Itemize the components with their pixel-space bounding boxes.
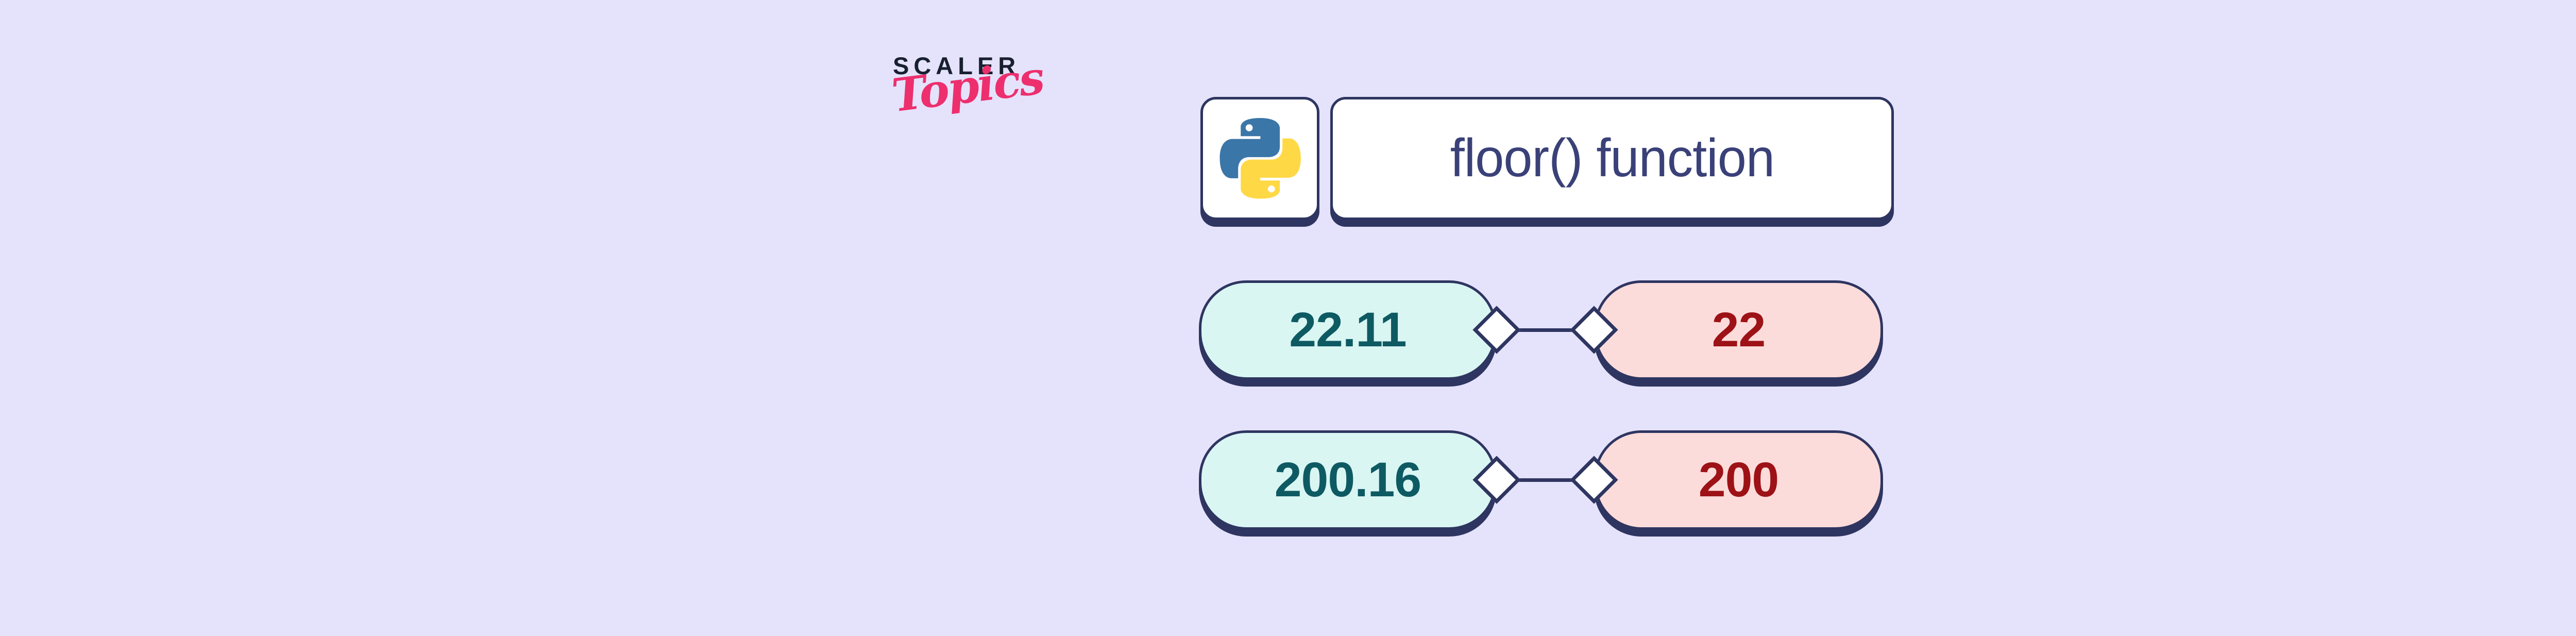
input-value: 200.16 bbox=[1274, 453, 1422, 507]
scaler-logo-text: SCALER bbox=[893, 52, 1021, 79]
title-card: floor() function bbox=[1330, 97, 1894, 220]
output-value: 200 bbox=[1698, 453, 1780, 507]
python-icon bbox=[1219, 118, 1301, 199]
output-value-pill: 22 bbox=[1594, 280, 1883, 380]
input-value: 22.11 bbox=[1289, 303, 1406, 357]
python-icon-card bbox=[1200, 97, 1319, 220]
output-value: 22 bbox=[1711, 303, 1766, 357]
input-value-pill: 200.16 bbox=[1199, 430, 1497, 530]
input-value-pill: 22.11 bbox=[1199, 280, 1497, 380]
output-value-pill: 200 bbox=[1594, 430, 1883, 530]
page-title: floor() function bbox=[1450, 128, 1774, 188]
connector-line bbox=[1494, 478, 1597, 482]
connector-line bbox=[1494, 328, 1597, 332]
